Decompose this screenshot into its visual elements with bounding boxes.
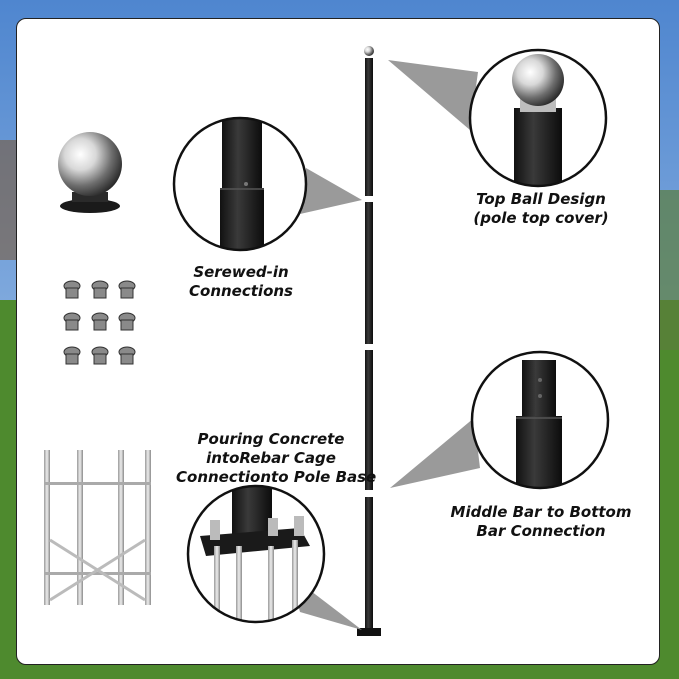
pole-top-ball-icon xyxy=(364,46,374,56)
concrete-label-line1: Pouring Concrete xyxy=(197,430,345,448)
top-ball-zoom xyxy=(468,48,608,188)
pole-segment-4 xyxy=(365,497,373,630)
middle-label: Middle Bar to Bottom Bar Connection xyxy=(446,503,636,541)
screwed-label: Serewed-in Connections xyxy=(186,263,296,301)
pole-segment-3 xyxy=(365,350,373,490)
top-ball-label-line2: (pole top cover) xyxy=(473,209,609,227)
screw-icon xyxy=(91,312,109,331)
concrete-label: Pouring Concrete intoRebar Cage Connecti… xyxy=(176,430,377,487)
callout-wedge-middle xyxy=(390,418,480,488)
top-ball-label: Top Ball Design (pole top cover) xyxy=(466,190,616,228)
screw-icons xyxy=(63,280,136,365)
callout-wedge-screwed xyxy=(300,168,362,214)
screw-icon xyxy=(118,346,136,365)
screw-icon xyxy=(91,346,109,365)
concrete-label-line2: intoRebar Cage xyxy=(206,449,336,467)
screw-icon xyxy=(118,280,136,299)
pole-segments xyxy=(357,46,381,636)
screwed-label-line1: Serewed-in xyxy=(193,263,289,281)
screw-icon xyxy=(118,312,136,331)
middle-label-line2: Bar Connection xyxy=(476,522,606,540)
screw-icon xyxy=(63,280,81,299)
screwed-connection-zoom xyxy=(172,116,308,252)
top-ball-label-line1: Top Ball Design xyxy=(476,190,606,208)
middle-bottom-zoom xyxy=(470,350,610,490)
pole-segment-1 xyxy=(365,58,373,196)
screw-icon xyxy=(91,280,109,299)
screwed-label-line2: Connections xyxy=(189,282,293,300)
ball-finial-icon xyxy=(58,132,122,213)
pole-base-plate xyxy=(357,628,381,636)
pole-segment-2 xyxy=(365,202,373,344)
base-plate-zoom xyxy=(186,484,326,624)
screw-icon xyxy=(63,312,81,331)
callout-wedge-top xyxy=(388,60,478,130)
concrete-label-line3: Connectionto Pole Base xyxy=(176,468,377,486)
middle-label-line1: Middle Bar to Bottom xyxy=(450,503,632,521)
rebar-cage-icon xyxy=(44,450,151,605)
screw-icon xyxy=(63,346,81,365)
